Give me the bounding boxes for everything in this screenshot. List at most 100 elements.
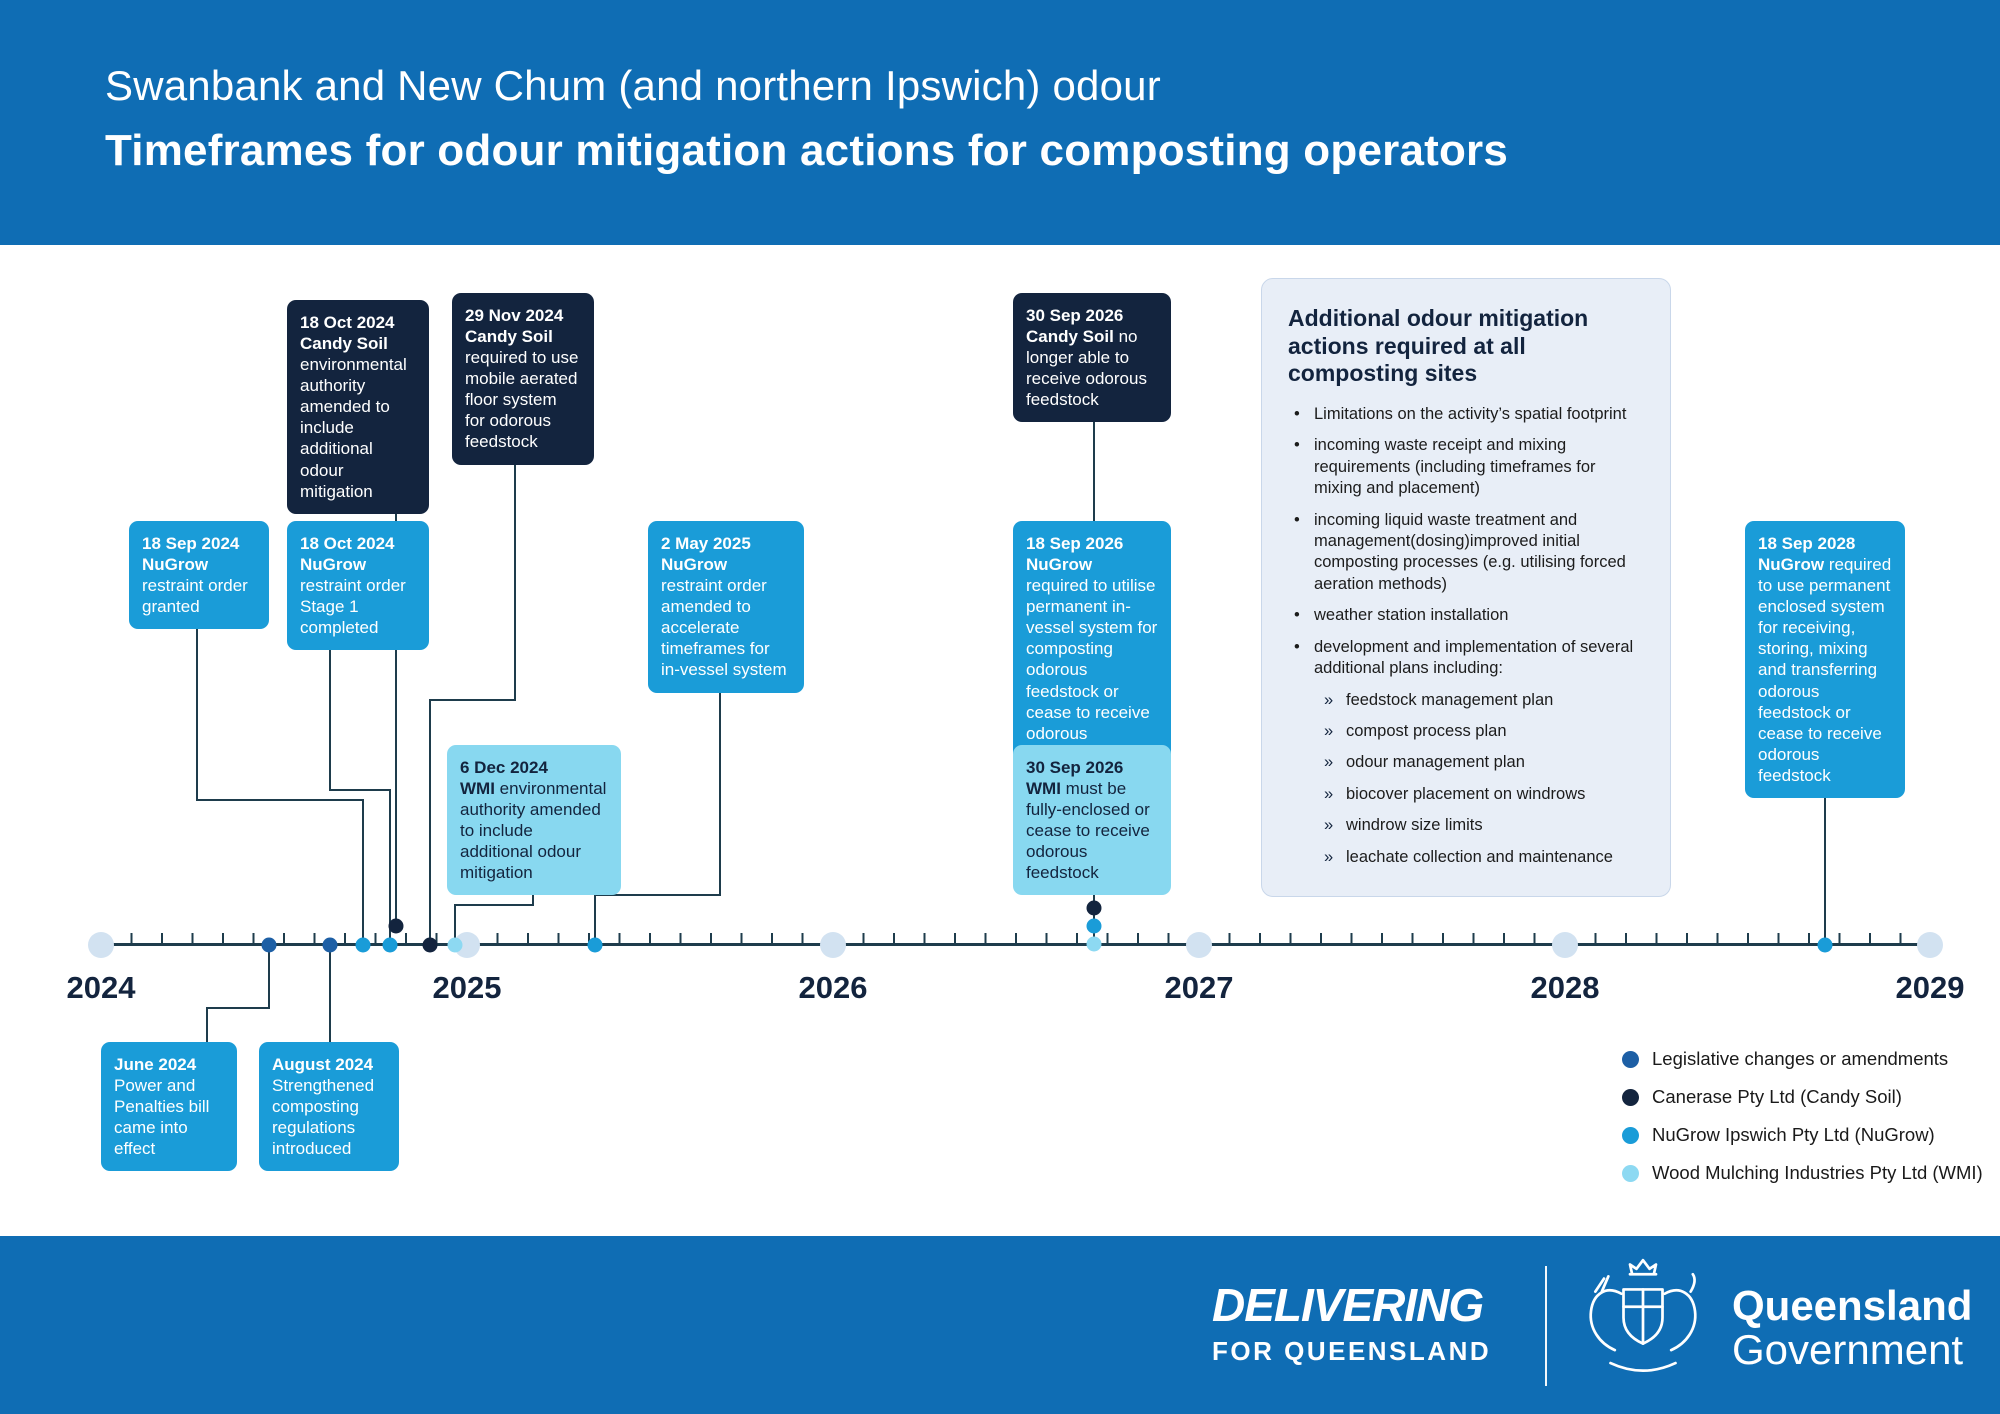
event-text: Strengthened composting regulations intr…	[272, 1076, 375, 1159]
chevron-bullet-icon: »	[1324, 722, 1334, 741]
chevron-bullet-icon: »	[1324, 847, 1334, 866]
event-box-sep-2026-candy: 30 Sep 2026 Candy Soil no longer able to…	[1013, 293, 1171, 423]
event-text: restraint order granted	[142, 576, 248, 617]
delivering-for-queensland-logo: DELIVERING FOR QUEENSLAND	[1212, 1278, 1512, 1367]
info-panel: Additional odour mitigation actions requ…	[1261, 278, 1671, 898]
year-label-2027: 2027	[1164, 970, 1234, 1005]
chevron-bullet-icon: »	[1324, 816, 1334, 835]
timeline-axis	[100, 943, 1932, 946]
event-entity: WMI	[460, 779, 495, 799]
year-marker-2026	[820, 932, 846, 958]
event-dot-sep-2026-nugrow	[1086, 918, 1102, 934]
nugrow-dot-icon	[1622, 1126, 1639, 1144]
event-date: 30 Sep 2026	[1026, 758, 1124, 777]
event-date: August 2024	[272, 1055, 374, 1074]
info-bullet: •development and implementation of sever…	[1294, 637, 1644, 680]
chevron-bullet-icon: »	[1324, 753, 1334, 772]
event-dot-oct-2024-nugrow	[382, 937, 398, 953]
legend-item: Canerase Pty Ltd (Candy Soil)	[1622, 1078, 1983, 1116]
event-box-sep-2026-wmi: 30 Sep 2026 WMI must be fully-enclosed o…	[1013, 745, 1171, 896]
event-text: environmental authority amended to inclu…	[300, 355, 407, 501]
footer-divider	[1545, 1266, 1547, 1386]
candy-soil-dot-icon	[1622, 1088, 1639, 1106]
year-label-2024: 2024	[66, 970, 136, 1005]
event-text: Power and Penalties bill came into effec…	[114, 1076, 210, 1159]
legend-item: Wood Mulching Industries Pty Ltd (WMI)	[1622, 1154, 1983, 1192]
legislative-dot-icon	[1622, 1050, 1639, 1068]
header-banner: Swanbank and New Chum (and northern Ipsw…	[0, 0, 2000, 245]
year-label-2026: 2026	[798, 970, 868, 1005]
event-entity: WMI	[1026, 779, 1061, 799]
event-date: 18 Sep 2024	[142, 534, 240, 553]
legend-label: NuGrow Ipswich Pty Ltd (NuGrow)	[1652, 1124, 1935, 1145]
event-entity: NuGrow	[142, 555, 209, 575]
year-label-2029: 2029	[1895, 970, 1965, 1005]
legend-label: Canerase Pty Ltd (Candy Soil)	[1652, 1086, 1902, 1107]
event-date: June 2024	[114, 1055, 197, 1074]
event-entity: Candy Soil	[1026, 327, 1114, 347]
queensland-government-wordmark: Queensland Government	[1732, 1282, 1973, 1374]
page-subtitle: Swanbank and New Chum (and northern Ipsw…	[105, 62, 1161, 109]
bullet-icon: •	[1294, 404, 1300, 423]
event-dot-sep-2026-candy	[1086, 900, 1102, 916]
info-sub-bullet: »feedstock management plan	[1324, 690, 1644, 711]
event-dot-sep-2028-nugrow	[1817, 937, 1833, 953]
event-dot-oct-2024-candy	[388, 918, 404, 934]
delivering-wordmark: DELIVERING	[1212, 1279, 1484, 1331]
event-date: 29 Nov 2024	[465, 306, 564, 325]
event-box-nov-2024-candy: 29 Nov 2024 Candy Soil required to use m…	[452, 293, 594, 465]
event-text: required to utilise permanent in-vessel …	[1026, 576, 1158, 764]
legend-label: Legislative changes or amendments	[1652, 1048, 1949, 1069]
event-entity: NuGrow	[1026, 555, 1093, 575]
event-dot-sep-2026-wmi	[1086, 936, 1102, 952]
event-text: restraint order Stage 1 completed	[300, 576, 406, 638]
info-sub-bullet: »compost process plan	[1324, 721, 1644, 742]
event-date: 18 Sep 2026	[1026, 534, 1124, 553]
legend-item: Legislative changes or amendments	[1622, 1040, 1983, 1078]
footer-banner: DELIVERING FOR QUEENSLAND Queensland Gov…	[0, 1236, 2000, 1414]
event-date: 6 Dec 2024	[460, 758, 548, 777]
info-sub-bullet: »leachate collection and maintenance	[1324, 847, 1644, 868]
for-queensland-wordmark: FOR QUEENSLAND	[1212, 1336, 1492, 1366]
event-dot-august-2024-legislative	[322, 937, 338, 953]
event-dot-may-2025-nugrow	[587, 937, 603, 953]
event-box-may-2025-nugrow: 2 May 2025 NuGrow restraint order amende…	[648, 521, 804, 693]
event-box-dec-2024-wmi: 6 Dec 2024 WMI environmental authority a…	[447, 745, 621, 896]
event-date: 18 Oct 2024	[300, 313, 395, 332]
event-entity: Candy Soil	[465, 327, 553, 347]
event-box-oct-2024-nugrow: 18 Oct 2024 NuGrow restraint order Stage…	[287, 521, 429, 651]
event-entity: NuGrow	[661, 555, 728, 575]
chevron-bullet-icon: »	[1324, 690, 1334, 709]
year-label-2028: 2028	[1530, 970, 1600, 1005]
legend-item: NuGrow Ipswich Pty Ltd (NuGrow)	[1622, 1116, 1983, 1154]
event-box-june-2024-legislative: June 2024 Power and Penalties bill came …	[101, 1042, 237, 1172]
chevron-bullet-icon: »	[1324, 784, 1334, 803]
info-bullet: •Limitations on the activity’s spatial f…	[1294, 404, 1644, 425]
event-box-sep-2028-nugrow: 18 Sep 2028 NuGrow required to use perma…	[1745, 521, 1905, 798]
event-text: required to use permanent enclosed syste…	[1758, 555, 1892, 785]
info-sub-bullet: »odour management plan	[1324, 752, 1644, 773]
info-bullet: •incoming liquid waste treatment and man…	[1294, 510, 1644, 596]
wmi-dot-icon	[1622, 1164, 1639, 1182]
year-marker-2024	[88, 932, 114, 958]
event-entity: NuGrow	[300, 555, 367, 575]
event-text: must be fully-enclosed or cease to recei…	[1026, 779, 1150, 883]
event-dot-dec-2024-wmi	[447, 937, 463, 953]
event-box-sep-2026-nugrow: 18 Sep 2026 NuGrow required to utilise p…	[1013, 521, 1171, 777]
event-dot-nov-2024-candy	[422, 937, 438, 953]
event-dot-sep-2024-nugrow	[355, 937, 371, 953]
event-box-sep-2024-nugrow: 18 Sep 2024 NuGrow restraint order grant…	[129, 521, 269, 630]
page-title: Timeframes for odour mitigation actions …	[105, 126, 1509, 175]
legend-label: Wood Mulching Industries Pty Ltd (WMI)	[1652, 1162, 1983, 1183]
info-bullet: •incoming waste receipt and mixing requi…	[1294, 435, 1644, 499]
event-date: 18 Sep 2028	[1758, 534, 1856, 553]
year-marker-2027	[1186, 932, 1212, 958]
legend: Legislative changes or amendments Canera…	[1622, 1040, 1983, 1192]
event-text: environmental authority amended to inclu…	[460, 779, 607, 883]
event-date: 18 Oct 2024	[300, 534, 395, 553]
info-sub-bullet: »biocover placement on windrows	[1324, 784, 1644, 805]
year-marker-2028	[1552, 932, 1578, 958]
event-text: required to use mobile aerated floor sys…	[465, 348, 579, 452]
